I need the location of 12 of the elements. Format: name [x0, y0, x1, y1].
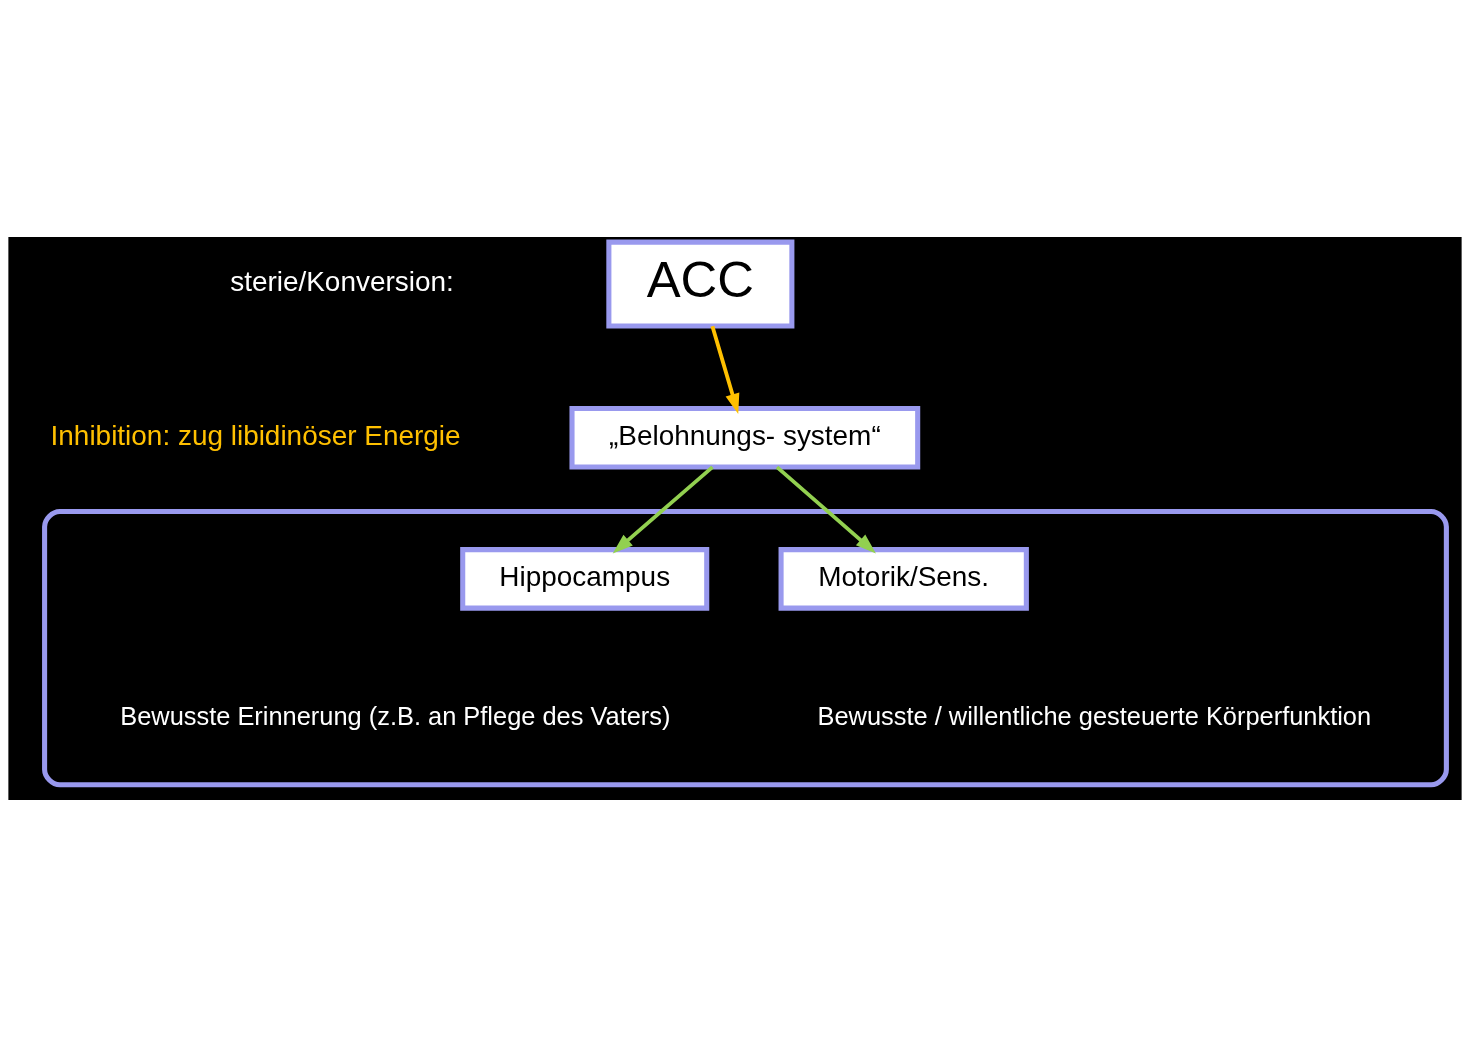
label: sterie/Konversion: — [230, 266, 454, 298]
node-box: ACC — [606, 239, 795, 329]
label: Inhibition: zug libidinöser Energie — [50, 419, 461, 451]
node-label: Bewusste / willentliche gesteuerte Körperfunktion — [817, 702, 1372, 731]
node-box: „Belohnungs- system“ — [569, 406, 921, 470]
cluster — [42, 508, 1449, 788]
node-box: Hippocampus — [460, 547, 710, 611]
arrow — [710, 325, 740, 415]
arrow — [612, 465, 714, 554]
arrow — [775, 465, 876, 554]
node-box: Motorik/Sens. — [778, 547, 1029, 611]
node-label: Bewusste Erinnerung (z.B. an Pflege des Vaters) — [120, 702, 671, 731]
